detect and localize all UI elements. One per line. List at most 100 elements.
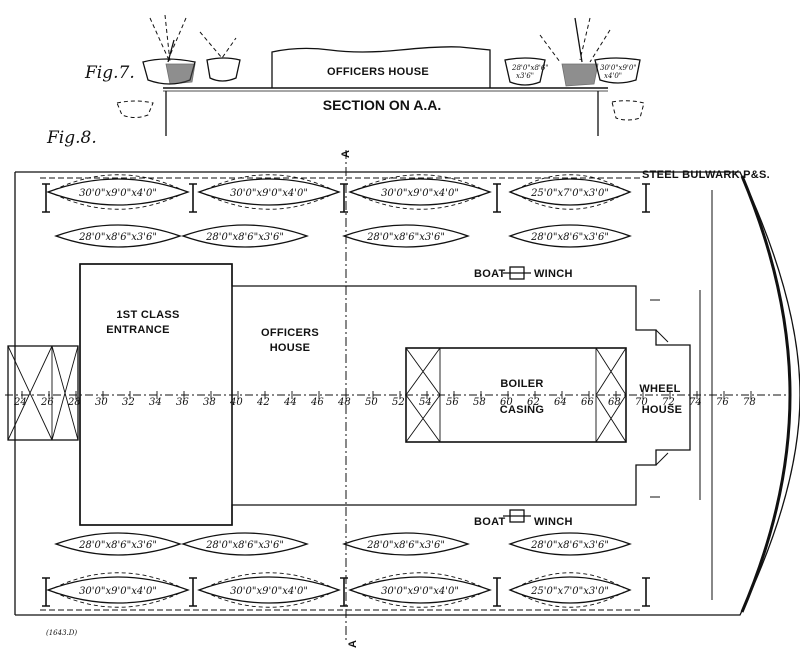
lifeboat-hull — [508, 224, 632, 248]
frame-number-44: 44 — [283, 397, 297, 408]
stern-structure — [7, 345, 79, 441]
lifeboat-swing-arc — [515, 193, 625, 210]
frame-number-64: 64 — [554, 397, 567, 408]
section-boat-right-1 — [504, 57, 546, 86]
lifeboat-swing-arc — [355, 174, 485, 191]
lifeboat-hull — [508, 178, 632, 206]
section-boat-right2-dim-1: 30'0"x9'0" — [600, 64, 637, 72]
lifeboats: 30'0"x9'0"x4'0" 30'0"x9'0"x4'0" 30'0"x9'0"… — [46, 174, 632, 608]
steel-bulwark-label: STEEL BULWARK P&S. — [642, 169, 770, 181]
lifeboat-dimensions: 30'0"x9'0"x4'0" — [381, 586, 459, 597]
section-boat-left-swung — [116, 100, 154, 118]
lifeboat-hull — [342, 532, 470, 556]
lifeboat-dimensions: 30'0"x9'0"x4'0" — [79, 586, 157, 597]
frame-number-76: 76 — [716, 397, 729, 408]
frame-number-62: 62 — [527, 397, 540, 408]
first-class-entrance — [79, 263, 233, 526]
lifeboat-dimensions: 30'0"x9'0"x4'0" — [230, 188, 308, 199]
davit-post — [189, 577, 197, 607]
section-officers-house — [271, 46, 491, 88]
lifeboat-hull — [181, 532, 309, 556]
lifeboat-dimensions: 28'0"x8'6"x3'6" — [78, 232, 157, 243]
lifeboat-swing-arc — [53, 591, 183, 608]
frame-number-46: 46 — [310, 397, 324, 408]
lifeboat-swing-arc — [53, 193, 183, 210]
lifeboat: 30'0"x9'0"x4'0" — [46, 572, 190, 608]
lifeboat: 28'0"x8'6"x3'6" — [54, 532, 182, 556]
davit-post — [340, 577, 348, 607]
officers-house-label-1: OFFICERS — [261, 327, 319, 339]
lifeboat: 30'0"x9'0"x4'0" — [46, 174, 190, 210]
lifeboat-swing-arc — [53, 174, 183, 191]
lifeboat-hull — [342, 224, 470, 248]
lifeboat: 25'0"x7'0"x3'0" — [508, 572, 632, 608]
davit-post — [642, 183, 650, 213]
davit-post — [493, 183, 501, 213]
frame-number-30: 30 — [95, 397, 108, 408]
lifeboat: 30'0"x9'0"x4'0" — [348, 174, 492, 210]
frame-number-74: 74 — [689, 397, 702, 408]
frame-number-50: 50 — [365, 397, 378, 408]
section-view: Fig.7. OFFICERS HOUSE SECTION ON A.A. 28… — [84, 14, 645, 136]
frame-number-32: 32 — [122, 397, 135, 408]
officers-house-label-2: HOUSE — [270, 342, 311, 354]
boat-winch-bottom-label: BOAT — [474, 516, 506, 528]
section-boat-right-swung — [611, 100, 645, 121]
lifeboat-hull — [197, 576, 341, 604]
section-mark-top: A — [340, 150, 352, 158]
lifeboat-dimensions: 30'0"x9'0"x4'0" — [381, 188, 459, 199]
drawing-reference: (1643.D) — [46, 629, 77, 637]
lifeboat-swing-arc — [515, 174, 625, 191]
frame-number-52: 52 — [392, 397, 405, 408]
boat-winch-top-label: BOAT — [474, 268, 506, 280]
lifeboat-hull — [348, 576, 492, 604]
lifeboat-hull — [46, 576, 190, 604]
frame-number-48: 48 — [337, 397, 351, 408]
davit-post — [642, 577, 650, 607]
frame-number-42: 42 — [256, 397, 270, 408]
frame-number-24: 24 — [13, 397, 27, 408]
frame-number-34: 34 — [149, 397, 162, 408]
lifeboat: 30'0"x9'0"x4'0" — [197, 174, 341, 210]
wheel-house-label-2: HOUSE — [642, 404, 683, 416]
frame-number-72: 72 — [662, 397, 675, 408]
lifeboat-swing-arc — [355, 591, 485, 608]
lifeboat-dimensions: 28'0"x8'6"x3'6" — [366, 232, 445, 243]
frame-number-60: 60 — [500, 397, 513, 408]
plan-view: 1ST CLASS ENTRANCE OFFICERS HOUSE BOILER… — [5, 150, 800, 648]
lifeboat-dimensions: 30'0"x9'0"x4'0" — [79, 188, 157, 199]
section-boat-right-2 — [594, 57, 641, 84]
lifeboat-swing-arc — [355, 193, 485, 210]
wheel-house-label-1: WHEEL — [639, 383, 680, 395]
lifeboat-hull — [54, 532, 182, 556]
first-class-label-2: ENTRANCE — [106, 324, 170, 336]
lifeboat: 30'0"x9'0"x4'0" — [197, 572, 341, 608]
boat-winch-top-label-2: WINCH — [534, 268, 573, 280]
hull-bow-line — [640, 171, 800, 616]
davit-post — [493, 577, 501, 607]
lifeboat-dimensions: 28'0"x8'6"x3'6" — [205, 540, 284, 551]
frame-number-78: 78 — [743, 397, 756, 408]
deckhouse-outline — [79, 263, 691, 526]
section-boat-right-dim-2: x3'6" — [516, 72, 534, 80]
lifeboat-hull — [348, 178, 492, 206]
davit-post — [340, 183, 348, 213]
lifeboat-dimensions: 28'0"x8'6"x3'6" — [366, 540, 445, 551]
first-class-label-1: 1ST CLASS — [116, 309, 179, 321]
frame-number-28: 28 — [67, 397, 81, 408]
boat-winch-bottom-label-2: WINCH — [534, 516, 573, 528]
section-boat-right2-dim-2: x4'0" — [604, 72, 622, 80]
lifeboat: 28'0"x8'6"x3'6" — [54, 224, 182, 248]
frame-number-56: 56 — [446, 397, 459, 408]
lifeboat: 25'0"x7'0"x3'0" — [508, 174, 632, 210]
lifeboat: 28'0"x8'6"x3'6" — [508, 224, 632, 248]
lifeboat-dimensions: 25'0"x7'0"x3'0" — [530, 188, 609, 199]
boiler-label-2: CASING — [500, 404, 545, 416]
lifeboat-swing-arc — [204, 591, 334, 608]
lifeboat-swing-arc — [204, 572, 334, 589]
davit-post — [42, 183, 50, 213]
hull-outline — [14, 171, 640, 616]
davit-post — [42, 577, 50, 607]
lifeboat: 30'0"x9'0"x4'0" — [348, 572, 492, 608]
